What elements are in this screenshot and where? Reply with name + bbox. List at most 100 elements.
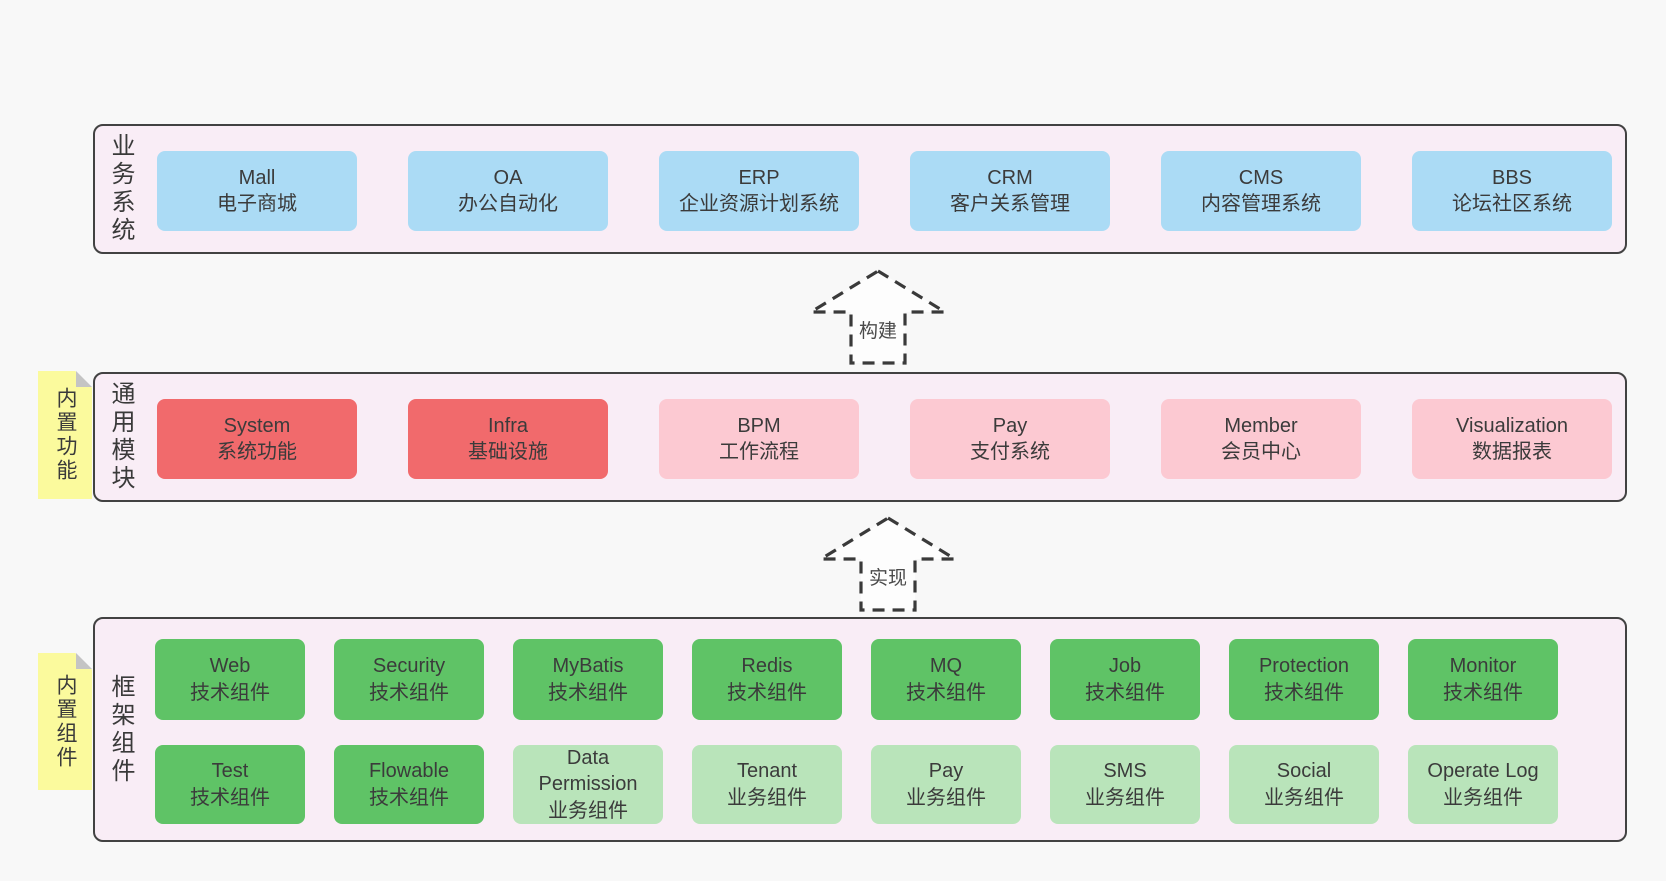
box-subtitle: 数据报表 <box>1472 441 1552 463</box>
box-title: Security <box>372 655 446 678</box>
box-sms: SMS 业务组件 <box>1050 745 1200 824</box>
box-title: Flowable <box>368 760 450 783</box>
box-title: System <box>223 414 291 437</box>
box-subtitle: 电子商城 <box>217 193 297 215</box>
box-mybatis: MyBatis 技术组件 <box>513 639 663 720</box>
box-subtitle: 业务组件 <box>548 799 628 822</box>
build-arrow: 构建 <box>808 268 948 366</box>
box-title: Visualization <box>1456 414 1568 437</box>
box-title: MQ <box>929 655 963 678</box>
folded-corner-icon <box>76 653 92 669</box>
box-title: Monitor <box>1449 655 1517 678</box>
box-subtitle: 客户关系管理 <box>950 193 1070 215</box>
box-member: Member 会员中心 <box>1161 399 1361 479</box>
box-infra: Infra 基础设施 <box>408 399 608 479</box>
box-monitor: Monitor 技术组件 <box>1408 639 1558 720</box>
box-subtitle: 支付系统 <box>970 441 1050 463</box>
box-visualization: Visualization 数据报表 <box>1412 399 1612 479</box>
box-subtitle: 技术组件 <box>190 681 270 704</box>
box-title: CMS <box>1238 166 1284 189</box>
box-cms: CMS 内容管理系统 <box>1161 151 1361 231</box>
box-title: Tenant <box>736 760 798 783</box>
band-label-framework-components: 框架组件 <box>107 673 134 786</box>
box-pay-biz: Pay 业务组件 <box>871 745 1021 824</box>
box-job: Job 技术组件 <box>1050 639 1200 720</box>
build-arrow-label: 构建 <box>858 321 897 342</box>
box-subtitle: 业务组件 <box>1085 786 1165 809</box>
box-subtitle: 业务组件 <box>1443 786 1523 809</box>
box-title: Pay <box>928 760 964 783</box>
box-protection: Protection 技术组件 <box>1229 639 1379 720</box>
box-crm: CRM 客户关系管理 <box>910 151 1110 231</box>
box-subtitle: 技术组件 <box>1443 681 1523 704</box>
implement-arrow: 实现 <box>818 515 958 613</box>
box-subtitle: 技术组件 <box>369 786 449 809</box>
box-title: MyBatis <box>552 655 624 678</box>
box-title: Member <box>1224 414 1298 437</box>
box-title: CRM <box>987 166 1033 189</box>
box-title: Social <box>1276 760 1332 783</box>
box-subtitle: 技术组件 <box>906 681 986 704</box>
box-subtitle: 办公自动化 <box>458 193 558 215</box>
box-title: Operate Log <box>1427 760 1539 783</box>
box-title: ERP <box>738 166 780 189</box>
band-common-modules: 通用模块 System 系统功能 Infra 基础设施 BPM 工作流程 Pay… <box>93 372 1627 502</box>
box-title: Job <box>1108 655 1142 678</box>
sticky-note-text: 内置组件 <box>54 673 77 770</box>
box-title: SMS <box>1103 760 1147 783</box>
box-web: Web 技术组件 <box>155 639 305 720</box>
box-title: Infra <box>487 414 529 437</box>
framework-components-row-1: Web 技术组件 Security 技术组件 MyBatis 技术组件 Redi… <box>155 639 1558 720</box>
band-framework-components: 框架组件 Web 技术组件 Security 技术组件 MyBatis 技术组件… <box>93 617 1627 842</box>
box-subtitle: 基础设施 <box>468 441 548 463</box>
box-bpm: BPM 工作流程 <box>659 399 859 479</box>
box-redis: Redis 技术组件 <box>692 639 842 720</box>
box-subtitle: 内容管理系统 <box>1201 193 1321 215</box>
framework-components-row-2: Test 技术组件 Flowable 技术组件 Data Permission … <box>155 745 1558 824</box>
box-oa: OA 办公自动化 <box>408 151 608 231</box>
box-subtitle: 技术组件 <box>369 681 449 704</box>
box-title: OA <box>493 166 523 189</box>
box-title: Pay <box>992 414 1028 437</box>
sticky-note-text: 内置功能 <box>54 387 77 483</box>
box-social: Social 业务组件 <box>1229 745 1379 824</box>
box-flowable: Flowable 技术组件 <box>334 745 484 824</box>
sticky-note-built-in-components: 内置组件 <box>38 653 92 790</box>
box-title: Redis <box>741 655 793 678</box>
band-label-common-modules: 通用模块 <box>107 381 134 493</box>
box-subtitle: 企业资源计划系统 <box>679 193 839 215</box>
box-subtitle: 工作流程 <box>719 441 799 463</box>
box-pay: Pay 支付系统 <box>910 399 1110 479</box>
box-subtitle: 业务组件 <box>727 786 807 809</box>
business-systems-row: Mall 电子商城 OA 办公自动化 ERP 企业资源计划系统 CRM 客户关系… <box>157 151 1612 231</box>
common-modules-row: System 系统功能 Infra 基础设施 BPM 工作流程 Pay 支付系统… <box>157 399 1612 479</box>
implement-arrow-label: 实现 <box>868 568 907 589</box>
box-mall: Mall 电子商城 <box>157 151 357 231</box>
box-erp: ERP 企业资源计划系统 <box>659 151 859 231</box>
box-title: BBS <box>1491 166 1533 189</box>
dashed-up-arrow-icon <box>808 269 948 365</box>
dashed-up-arrow-icon <box>818 516 958 612</box>
box-title: Web <box>209 655 251 678</box>
band-label-business-systems: 业务系统 <box>107 133 134 245</box>
box-title: Mall <box>238 166 276 189</box>
box-subtitle: 业务组件 <box>906 786 986 809</box>
box-title: Test <box>211 760 249 783</box>
box-subtitle: 业务组件 <box>1264 786 1344 809</box>
box-subtitle: 技术组件 <box>548 681 628 704</box>
box-subtitle: 系统功能 <box>217 441 297 463</box>
box-subtitle: 论坛社区系统 <box>1452 193 1572 215</box>
band-business-systems: 业务系统 Mall 电子商城 OA 办公自动化 ERP 企业资源计划系统 CRM… <box>93 124 1627 254</box>
box-tenant: Tenant 业务组件 <box>692 745 842 824</box>
box-system: System 系统功能 <box>157 399 357 479</box>
box-subtitle: 技术组件 <box>727 681 807 704</box>
box-title: Data Permission <box>538 746 638 796</box>
sticky-note-built-in-features: 内置功能 <box>38 371 92 499</box>
folded-corner-icon <box>76 371 92 387</box>
box-subtitle: 技术组件 <box>190 786 270 809</box>
box-mq: MQ 技术组件 <box>871 639 1021 720</box>
box-operate-log: Operate Log 业务组件 <box>1408 745 1558 824</box>
box-title: Protection <box>1258 655 1350 678</box>
box-subtitle: 技术组件 <box>1264 681 1344 704</box>
